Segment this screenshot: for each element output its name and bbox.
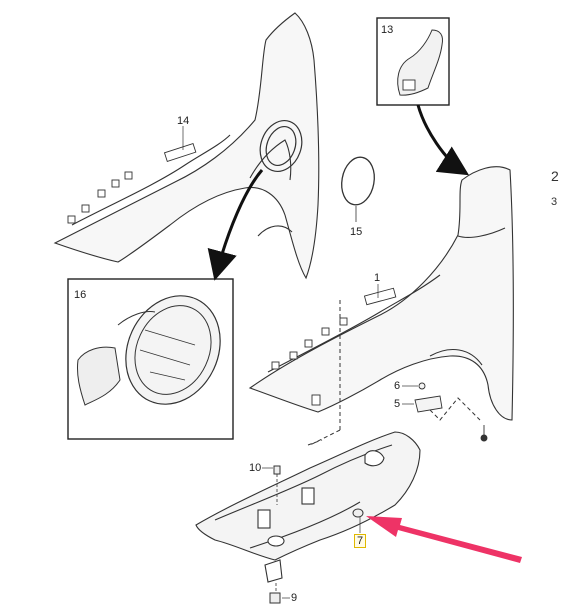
callout-16: 16: [74, 289, 87, 301]
edge-glyph-top: 2: [551, 168, 559, 184]
fuel-door-opening: [259, 120, 303, 172]
upper-fender-14: [53, 12, 320, 280]
dashed-leader-panel: [307, 439, 323, 446]
callout-leaders-5-6: [402, 385, 418, 405]
edge-glyph-bottom: 3: [551, 196, 558, 208]
main-fender-1: [248, 166, 514, 421]
highlight-arrow: [366, 516, 522, 563]
callout-leaders: [182, 126, 379, 298]
dashed-leader: [309, 300, 341, 446]
callout-10: 10: [249, 462, 262, 474]
inset-16: [67, 278, 234, 440]
main-fender-tabs: [271, 287, 397, 406]
callout-1: 1: [374, 272, 381, 284]
fastener-7: [352, 508, 364, 533]
splash-shield: [195, 431, 421, 583]
fastener-10: [262, 465, 281, 505]
leader-16: [207, 169, 264, 281]
callout-5: 5: [394, 398, 401, 410]
seal-ring-15: [341, 156, 375, 222]
callout-9: 9: [291, 592, 298, 604]
upper-fender-tabs: [67, 142, 197, 224]
callout-14: 14: [177, 115, 190, 127]
bracket-5-6: [414, 382, 488, 442]
inset-13: [376, 17, 450, 106]
callout-13: 13: [381, 24, 394, 36]
leader-13: [416, 104, 470, 176]
callout-6: 6: [394, 380, 401, 392]
fastener-9: [269, 583, 290, 604]
dashed-leader-right: [424, 397, 481, 421]
callout-15: 15: [350, 226, 363, 238]
callout-7: 7: [354, 534, 367, 548]
